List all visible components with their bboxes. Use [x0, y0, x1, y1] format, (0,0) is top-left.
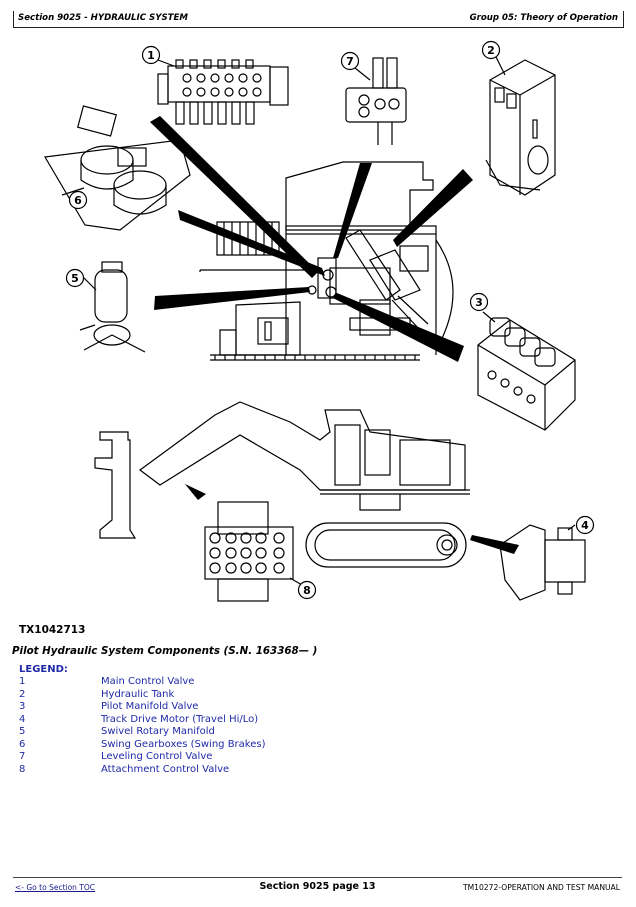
svg-text:5: 5 [71, 272, 79, 285]
legend-label: Track Drive Motor (Travel Hi/Lo) [101, 713, 259, 725]
callout-5: 5 [65, 268, 85, 288]
legend-label: Swing Gearboxes (Swing Brakes) [101, 738, 266, 750]
legend-label: Hydraulic Tank [101, 688, 175, 700]
page-header: Section 9025 - HYDRAULIC SYSTEM Group 05… [13, 11, 624, 28]
svg-text:6: 6 [74, 194, 82, 207]
callout-6: 6 [68, 190, 88, 210]
figure-id: TX1042713 [19, 624, 86, 636]
legend-item: 1 Main Control Valve [19, 676, 339, 689]
pilot-manifold-valve-drawing [477, 311, 576, 431]
legend: LEGEND: 1 Main Control Valve 2 Hydraulic T… [19, 664, 339, 776]
hydraulic-components-diagram: 1 2 3 4 5 6 7 8 [44, 40, 595, 602]
legend-number: 2 [19, 688, 26, 700]
svg-text:7: 7 [346, 55, 354, 68]
legend-number: 8 [19, 763, 26, 775]
main-control-valve-drawing [157, 59, 289, 125]
legend-number: 3 [19, 701, 26, 712]
svg-text:8: 8 [303, 584, 311, 597]
track-drive-motor-drawing [499, 524, 586, 601]
legend-number: 1 [19, 676, 26, 687]
leveling-control-valve-drawing [345, 57, 407, 145]
legend-label: Attachment Control Valve [101, 763, 230, 775]
svg-text:3: 3 [475, 296, 483, 309]
swing-gearboxes-drawing [44, 105, 191, 231]
callout-8: 8 [297, 580, 317, 600]
legend-label: Leveling Control Valve [101, 751, 213, 762]
manual-title: TM10272-OPERATION AND TEST MANUAL [462, 883, 620, 892]
machine-side-view [94, 401, 470, 568]
callout-2: 2 [481, 40, 501, 60]
legend-number: 4 [19, 713, 26, 725]
legend-number: 6 [19, 738, 26, 750]
callout-3: 3 [469, 292, 489, 312]
legend-number: 7 [19, 751, 26, 762]
section-title: Section 9025 - HYDRAULIC SYSTEM [18, 13, 188, 23]
legend-item: 5 Swivel Rotary Manifold [19, 726, 339, 739]
attachment-control-valve-drawing [204, 501, 303, 602]
page-number: Section 9025 page 13 [259, 881, 376, 892]
legend-item: 2 Hydraulic Tank [19, 689, 339, 702]
callout-4: 4 [575, 515, 595, 535]
leader-wedges [150, 116, 519, 554]
svg-text:4: 4 [581, 519, 589, 532]
callout-1: 1 [141, 45, 161, 65]
page-footer: <- Go to Section TOC Section 9025 page 1… [13, 877, 622, 892]
legend-item: 6 Swing Gearboxes (Swing Brakes) [19, 739, 339, 752]
svg-text:1: 1 [147, 49, 155, 62]
go-to-section-toc-link[interactable]: <- Go to Section TOC [15, 883, 96, 892]
legend-label: Swivel Rotary Manifold [101, 726, 215, 737]
legend-title: LEGEND: [19, 664, 68, 675]
legend-number: 5 [19, 726, 26, 737]
callouts: 1 2 3 4 5 6 7 8 [65, 40, 595, 600]
group-title: Group 05: Theory of Operation [469, 13, 618, 23]
legend-item: 3 Pilot Manifold Valve [19, 701, 339, 714]
legend-item: 4 Track Drive Motor (Travel Hi/Lo) [19, 714, 339, 727]
callout-7: 7 [340, 51, 360, 71]
legend-label: Pilot Manifold Valve [101, 701, 199, 712]
legend-label: Main Control Valve [101, 676, 195, 687]
figure-caption: Pilot Hydraulic System Components (S.N. … [12, 645, 318, 657]
legend-item: 7 Leveling Control Valve [19, 751, 339, 764]
hydraulic-tank-drawing [485, 54, 556, 196]
legend-item: 8 Attachment Control Valve [19, 764, 339, 777]
svg-text:2: 2 [487, 44, 495, 57]
swivel-rotary-manifold-drawing [79, 261, 146, 353]
